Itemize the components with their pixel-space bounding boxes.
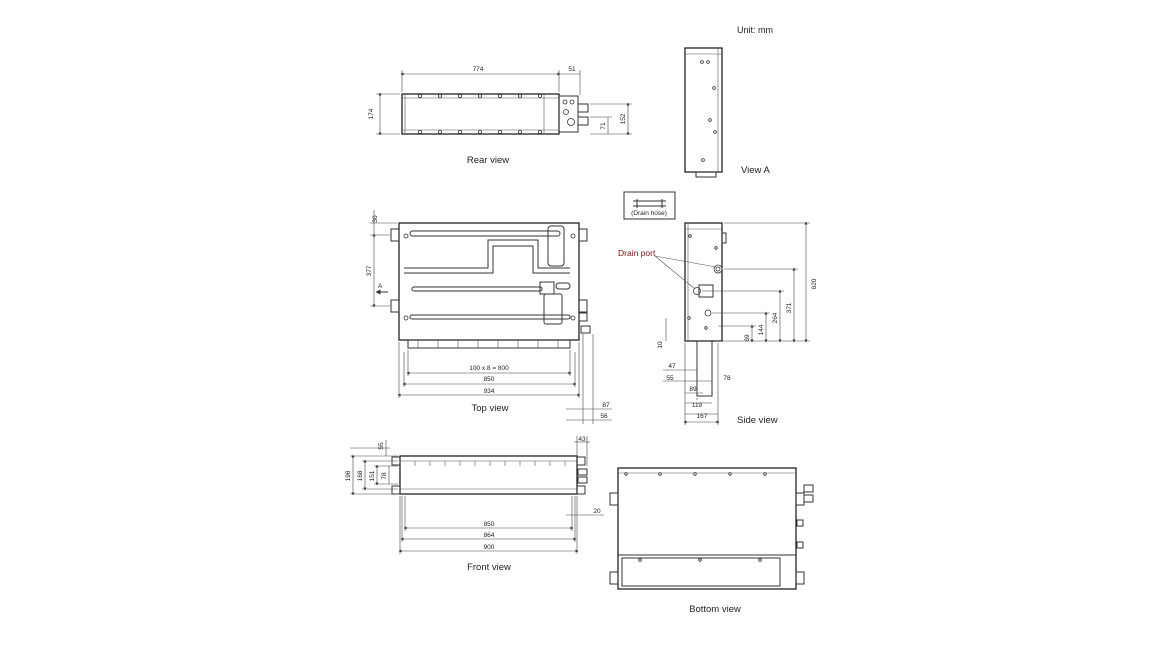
dim-side-69: 69	[744, 334, 751, 342]
dim-top-934: 934	[484, 388, 495, 395]
caption-front-view: Front view	[467, 562, 511, 573]
front-view: 55 43 198 168 151 78 20 850 864 900 Fron…	[345, 436, 604, 573]
dim-top-87: 87	[602, 402, 610, 409]
dim-front-55: 55	[378, 442, 385, 450]
side-view: Drain port 620 371 264 144 69 10 47 55 7…	[618, 221, 818, 426]
dim-rear-174: 174	[368, 108, 375, 119]
dim-top-pitch: 100 x 8 = 800	[469, 365, 509, 372]
dim-rear-71: 71	[600, 122, 607, 130]
dim-front-43: 43	[578, 436, 586, 443]
bottom-view: Bottom view	[609, 467, 814, 615]
dim-side-144: 144	[758, 324, 765, 335]
dim-side-55: 55	[666, 375, 674, 382]
dim-side-167: 167	[697, 413, 708, 420]
drain-hose-label: (Drain hose)	[631, 210, 667, 217]
dim-rear-774: 774	[473, 66, 484, 73]
dim-front-198: 198	[345, 470, 352, 481]
dim-side-119: 119	[692, 402, 703, 409]
rear-screw-row	[417, 94, 543, 134]
dim-front-20: 20	[593, 508, 601, 515]
top-fin-ticks	[417, 340, 559, 348]
front-louver-ticks	[414, 461, 566, 466]
dim-side-264: 264	[772, 312, 779, 323]
caption-side-view: Side view	[737, 415, 778, 426]
arrow-a-label: A	[378, 283, 383, 290]
view-a: View A	[684, 47, 771, 178]
dim-top-850: 850	[484, 376, 495, 383]
caption-rear-view: Rear view	[467, 155, 509, 166]
dim-side-620: 620	[811, 278, 818, 289]
dim-rear-51: 51	[568, 66, 576, 73]
unit-label: Unit: mm	[737, 25, 773, 35]
dim-side-10: 10	[657, 341, 664, 349]
top-view: A 100 x 8 = 800 850 934 30 377 87	[366, 210, 612, 424]
drain-hose-inset: (Drain hose)	[623, 191, 676, 220]
dim-front-168: 168	[357, 470, 364, 481]
dim-side-47: 47	[668, 363, 676, 370]
dim-top-56: 56	[600, 413, 608, 420]
dim-front-864: 864	[484, 532, 495, 539]
rear-view: 774 51 174 152 71 Rear view	[368, 66, 632, 166]
dim-front-78: 78	[381, 472, 388, 480]
dim-rear-152: 152	[620, 113, 627, 124]
dim-front-900: 900	[484, 544, 495, 551]
dim-side-89: 89	[689, 386, 697, 393]
caption-bottom-view: Bottom view	[689, 604, 741, 615]
caption-view-a: View A	[741, 165, 771, 176]
dim-front-850: 850	[484, 521, 495, 528]
dim-top-377: 377	[366, 265, 373, 276]
dim-front-151: 151	[369, 470, 376, 481]
caption-top-view: Top view	[472, 403, 509, 414]
drain-port-label: Drain port	[618, 248, 656, 258]
dim-side-78: 78	[723, 375, 731, 382]
dim-side-371: 371	[786, 302, 793, 313]
dim-top-30: 30	[372, 215, 379, 223]
